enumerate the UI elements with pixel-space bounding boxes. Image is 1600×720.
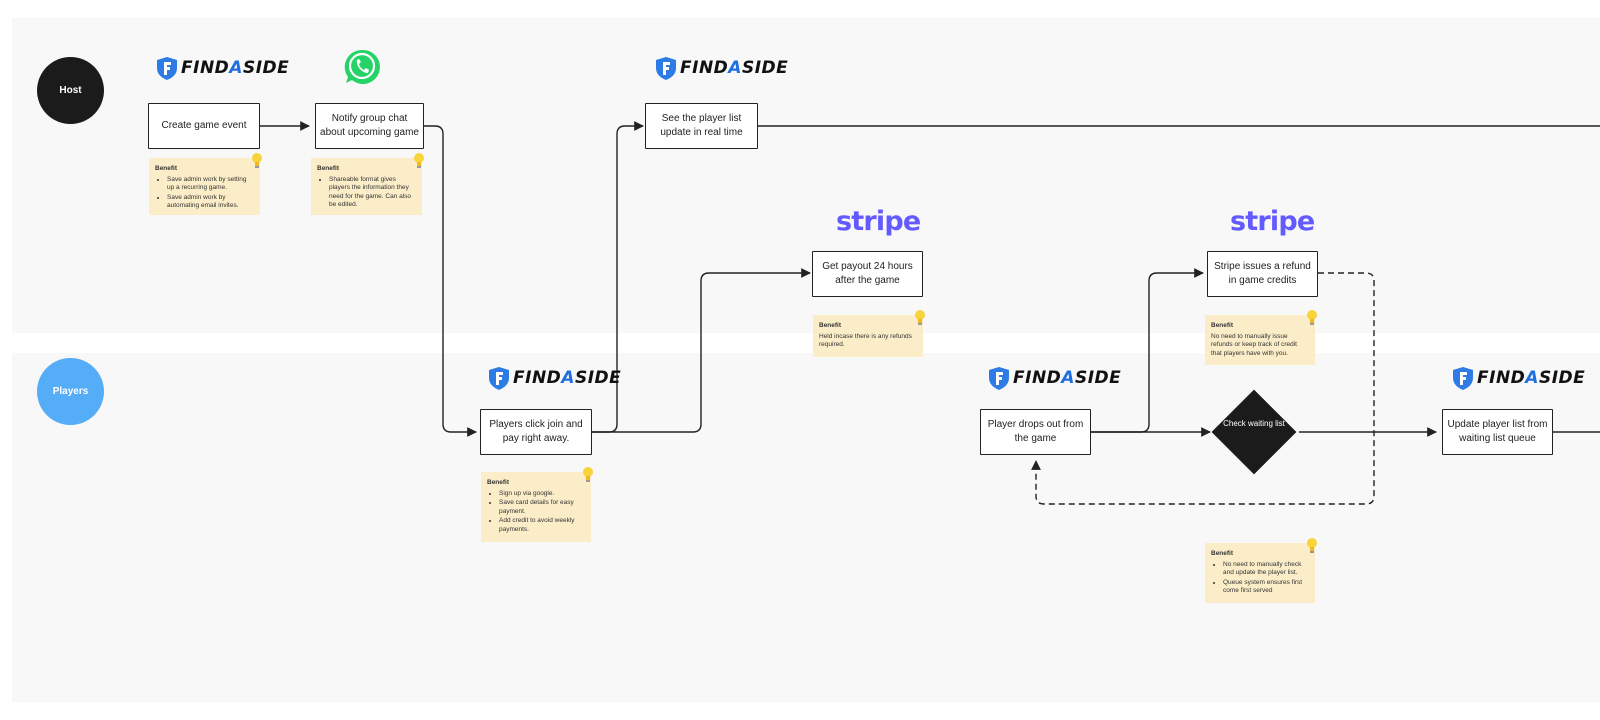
notify-group-chat-node[interactable]: Notify group chat about upcoming game bbox=[315, 103, 424, 149]
host-swimlane bbox=[12, 18, 1600, 333]
findaside-logo: FINDASIDE bbox=[655, 55, 788, 81]
players-swimlane bbox=[12, 353, 1600, 702]
whatsapp-icon bbox=[344, 49, 380, 84]
findaside-shield-icon bbox=[157, 56, 177, 80]
findaside-logo: FINDASIDE bbox=[156, 55, 289, 81]
edge-join-to-payout bbox=[592, 268, 811, 433]
findaside-logo: FINDASIDE bbox=[488, 365, 621, 391]
edge-dropout-to-refund bbox=[1091, 268, 1204, 433]
lightbulb-icon bbox=[414, 153, 424, 168]
findaside-shield-icon bbox=[1453, 366, 1473, 390]
edge-notify-to-join bbox=[416, 125, 477, 437]
host-label: Host bbox=[59, 85, 82, 96]
lightbulb-icon bbox=[583, 467, 593, 482]
players-label: Players bbox=[52, 386, 89, 397]
stripe-logo: stripe bbox=[1230, 206, 1315, 237]
check-waiting-list-label: Check waiting list bbox=[1223, 419, 1285, 428]
benefit-note-create-game[interactable]: Benefit Save admin work by setting up a … bbox=[149, 153, 262, 215]
stripe-refund-node[interactable]: Stripe issues a refund in game credits bbox=[1207, 251, 1318, 297]
lightbulb-icon bbox=[1307, 310, 1317, 325]
see-player-list-node[interactable]: See the player list update in real time bbox=[645, 103, 758, 149]
get-payout-node[interactable]: Get payout 24 hours after the game bbox=[812, 251, 923, 297]
findaside-logo: FINDASIDE bbox=[988, 365, 1121, 391]
host-role-circle: Host bbox=[37, 57, 104, 124]
benefit-note-notify-group[interactable]: Benefit Shareable format gives players t… bbox=[311, 153, 424, 215]
stripe-logo: stripe bbox=[836, 206, 921, 237]
lightbulb-icon bbox=[1307, 538, 1317, 553]
benefit-note-payout[interactable]: Benefit Held incase there is any refunds… bbox=[813, 310, 925, 357]
edge-refund-loop-back bbox=[1031, 272, 1375, 505]
players-role-circle: Players bbox=[37, 358, 104, 425]
players-join-pay-node[interactable]: Players click join and pay right away. bbox=[480, 409, 592, 455]
benefit-note-join-pay[interactable]: Benefit Sign up via google. Save card de… bbox=[481, 467, 593, 542]
create-game-event-node[interactable]: Create game event bbox=[148, 103, 260, 149]
update-player-list-node[interactable]: Update player list from waiting list que… bbox=[1442, 409, 1553, 455]
findaside-shield-icon bbox=[489, 366, 509, 390]
findaside-shield-icon bbox=[989, 366, 1009, 390]
lightbulb-icon bbox=[252, 153, 262, 168]
findaside-shield-icon bbox=[656, 56, 676, 80]
benefit-note-refund[interactable]: Benefit No need to manually issue refund… bbox=[1205, 310, 1317, 365]
lightbulb-icon bbox=[915, 310, 925, 325]
benefit-note-waiting-list[interactable]: Benefit No need to manually check and up… bbox=[1205, 538, 1317, 603]
player-drops-out-node[interactable]: Player drops out from the game bbox=[980, 409, 1091, 455]
findaside-logo: FINDASIDE bbox=[1452, 365, 1585, 391]
